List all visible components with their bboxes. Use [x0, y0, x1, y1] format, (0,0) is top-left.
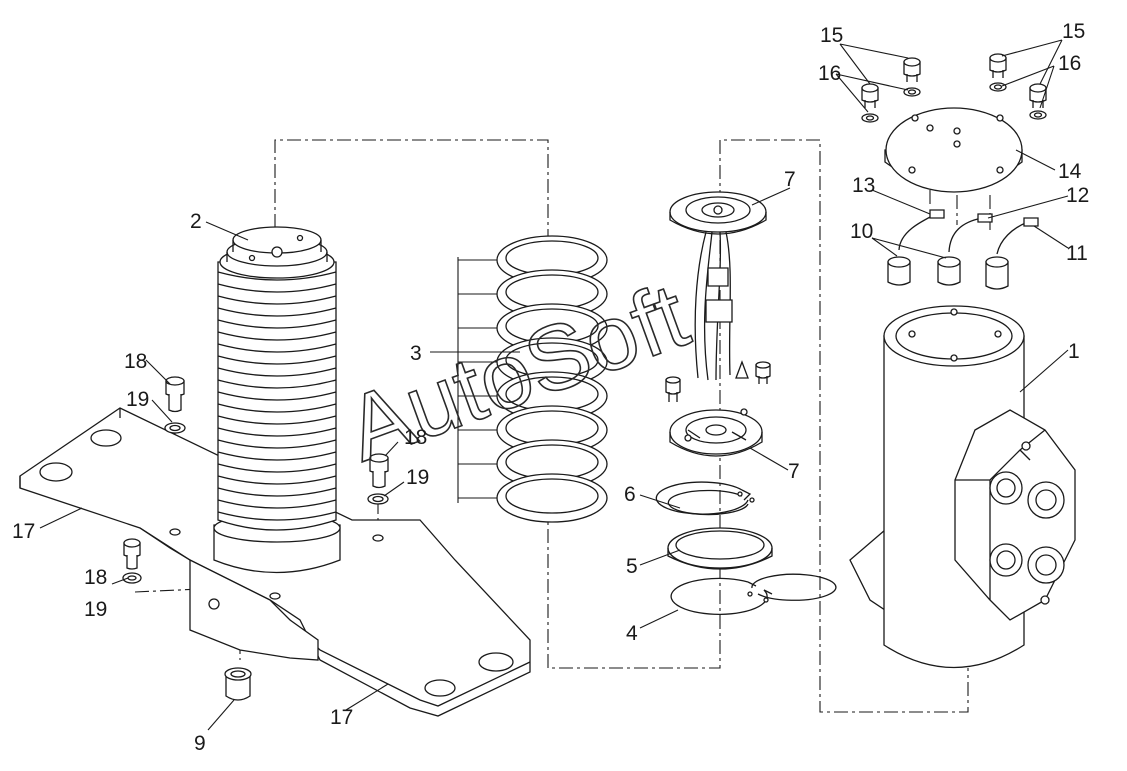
part-label: 3 — [410, 342, 422, 365]
part-label: 15 — [1062, 20, 1085, 43]
column-rib — [217, 475, 337, 485]
bushing-part-9 — [224, 667, 252, 701]
spring-coil-inner — [505, 478, 599, 514]
part-label: 18 — [404, 426, 427, 449]
part-label: 19 — [406, 466, 429, 489]
slip-ring-column-part-2 — [213, 226, 341, 574]
column-rib — [217, 283, 337, 293]
housing-part-1 — [849, 209, 1076, 669]
part-label: 6 — [624, 483, 636, 506]
leader-lines — [39, 39, 1069, 731]
part-label: 10 — [850, 220, 873, 243]
column-rib — [217, 499, 337, 509]
spring-coils-part-3 — [457, 235, 608, 523]
column-rib — [217, 511, 337, 521]
column-rib — [217, 487, 337, 497]
column-rib — [217, 415, 337, 425]
column-rib — [217, 451, 337, 461]
part-label: 11 — [1066, 242, 1088, 265]
column-rib — [217, 367, 337, 377]
part-label: 18 — [84, 566, 107, 589]
column-rib — [217, 355, 337, 365]
column-rib — [217, 391, 337, 401]
part-label: 17 — [12, 520, 35, 543]
brush-holder-assembly — [655, 191, 837, 616]
column-rib — [217, 343, 337, 353]
part-label: 12 — [1066, 184, 1089, 207]
spring-coil — [496, 473, 608, 523]
column-rib — [217, 307, 337, 317]
part-label: 9 — [194, 732, 206, 755]
column-rib — [217, 403, 337, 413]
column-rib — [217, 319, 337, 329]
part-label: 1 — [1068, 340, 1080, 363]
part-label: 16 — [818, 62, 841, 85]
part-label: 19 — [126, 388, 149, 411]
part-label: 7 — [784, 168, 796, 191]
column-rib — [217, 463, 337, 473]
part-label: 16 — [1058, 52, 1081, 75]
part-label: 13 — [852, 174, 875, 197]
column-rib — [217, 295, 337, 305]
part-label: 4 — [626, 622, 638, 645]
part-label: 17 — [330, 706, 353, 729]
part-label: 7 — [788, 460, 800, 483]
column-rib — [217, 427, 337, 437]
bolts-washers — [122, 376, 389, 584]
column-rib — [217, 331, 337, 341]
part-label: 2 — [190, 210, 202, 233]
part-label: 18 — [124, 350, 147, 373]
column-rib — [217, 271, 337, 281]
part-label: 5 — [626, 555, 638, 578]
part-label: 14 — [1058, 160, 1082, 183]
part-labels: 1 2 3 4 5 6 7 7 9 10 11 12 13 14 15 15 1… — [12, 20, 1089, 755]
part-label: 19 — [84, 598, 107, 621]
part-label: 15 — [820, 24, 843, 47]
cover-plate-part-14 — [861, 53, 1047, 193]
column-rib — [217, 439, 337, 449]
column-rib — [217, 379, 337, 389]
